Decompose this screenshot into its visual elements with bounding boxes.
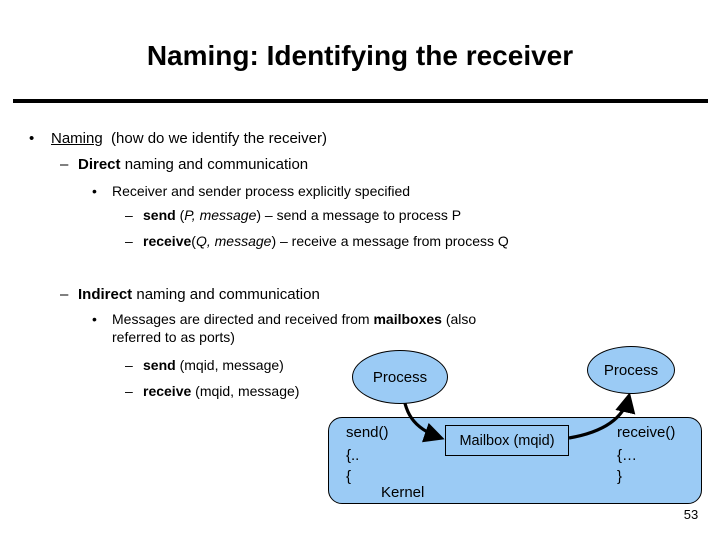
bullet-indirect-rest: naming and communication [136, 286, 320, 303]
bullet-marker-dash: – [125, 383, 133, 399]
call-name-send: send [143, 357, 176, 373]
bullet-send-direct: –send (P, message) – send a message to p… [125, 208, 461, 223]
process-sender-label: Process [372, 368, 428, 386]
bullet-naming-term: Naming [51, 130, 103, 147]
bullet-naming-paren: (how do we identify the receiver) [111, 130, 327, 147]
title-divider [13, 99, 708, 103]
bullet-direct-term: Direct [78, 156, 121, 173]
bullet-naming-rest [103, 130, 111, 147]
page-number: 53 [683, 507, 699, 522]
process-receiver-ellipse: Process [587, 346, 675, 394]
call-name-receive: receive [143, 383, 192, 399]
call-args-post: ) [256, 207, 262, 223]
mailbox-label: Mailbox (mqid) [459, 432, 555, 449]
kernel-label: Kernel [381, 484, 425, 501]
bullet-direct: –Direct naming and communication [60, 157, 308, 172]
bullet-indirect-term: Indirect [78, 286, 133, 303]
bullet-marker-dot: • [92, 311, 97, 327]
kernel-receive-brace1: {… [617, 447, 638, 464]
bullet-marker-dash: – [125, 207, 133, 223]
process-sender-ellipse: Process [352, 350, 448, 404]
call-desc: – receive a message from process Q [276, 233, 509, 249]
call-args-italic: Q, message [195, 233, 272, 249]
sub-text-pre: Messages are directed and received from [112, 311, 374, 327]
kernel-send-code: send() [346, 424, 389, 441]
call-args-pre: ( [175, 207, 185, 223]
bullet-receive-direct: –receive(Q, message) – receive a message… [125, 234, 509, 249]
bullet-direct-sub: • Receiver and sender process explicitly … [92, 184, 410, 199]
bullet-marker-dash: – [60, 286, 69, 303]
call-args: (mqid, message) [191, 383, 300, 399]
bullet-marker-dash: – [125, 357, 133, 373]
call-name-receive: receive [143, 233, 192, 249]
kernel-send-brace1: {.. [346, 447, 360, 464]
bullet-indirect-sub: • Messages are directed and received from… [92, 312, 476, 327]
call-args-pre: ( [191, 233, 196, 249]
call-desc: – send a message to process P [261, 207, 462, 223]
bullet-marker-dash: – [60, 156, 69, 173]
bullet-direct-sub-text: Receiver and sender process explicitly s… [112, 183, 411, 199]
mailbox-box: Mailbox (mqid) [445, 425, 569, 456]
kernel-send-brace2: { [346, 468, 352, 485]
bullet-marker-dot: • [29, 130, 35, 147]
bullet-indirect: –Indirect naming and communication [60, 287, 320, 302]
sub-text-post: (also [441, 311, 477, 327]
bullet-marker-dot: • [92, 183, 97, 199]
call-name-send: send [143, 207, 176, 223]
call-args: (mqid, message) [175, 357, 284, 373]
page-title: Naming: Identifying the receiver [146, 40, 574, 71]
bullet-indirect-sub-wrap: referred to as ports) [112, 329, 235, 345]
call-args-post: ) [271, 233, 277, 249]
kernel-receive-brace2: } [617, 468, 623, 485]
bullet-receive-indirect: –receive (mqid, message) [125, 384, 299, 399]
bullet-send-indirect: –send (mqid, message) [125, 358, 284, 373]
kernel-receive-code: receive() [617, 424, 676, 441]
bullet-naming: • Naming (how do we identify the receiver… [29, 131, 327, 146]
bullet-marker-dash: – [125, 233, 133, 249]
call-args-italic: P, message [184, 207, 257, 223]
bullet-direct-rest: naming and communication [124, 156, 309, 173]
process-receiver-label: Process [603, 361, 659, 379]
sub-text-mailboxes: mailboxes [373, 311, 442, 327]
